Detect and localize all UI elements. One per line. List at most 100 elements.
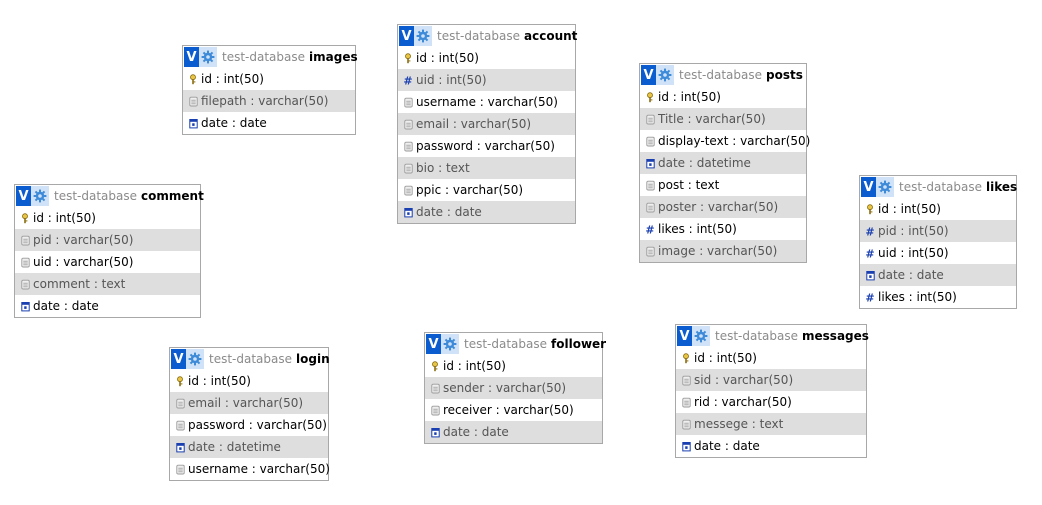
field-row[interactable]: date : date [676,435,866,457]
view-toggle-icon[interactable]: V [641,65,656,85]
field-row[interactable]: username : varchar(50) [170,458,330,480]
date-field-icon [188,117,198,129]
field-label: likes : int(50) [878,290,957,304]
field-row[interactable]: #uid : int(50) [860,242,1016,264]
field-row[interactable]: id : int(50) [170,370,328,392]
field-row[interactable]: sender : varchar(50) [425,377,602,399]
field-row[interactable]: #likes : int(50) [860,286,1016,308]
view-toggle-icon[interactable]: V [184,47,199,67]
field-row[interactable]: password : varchar(50) [170,414,328,436]
svg-text:#: # [403,75,412,86]
field-row[interactable]: sid : varchar(50) [676,369,866,391]
numeric-field-icon: # [865,225,875,237]
gear-icon[interactable] [441,334,459,354]
view-toggle-icon[interactable]: V [677,326,692,346]
text-field-icon [403,140,413,152]
text-field-icon [175,419,185,431]
view-toggle-icon[interactable]: V [861,177,876,197]
field-row[interactable]: password : varchar(50) [398,135,575,157]
field-row[interactable]: bio : text [398,157,575,179]
gear-icon[interactable] [692,326,710,346]
field-row[interactable]: date : date [398,201,575,223]
field-row[interactable]: ppic : varchar(50) [398,179,575,201]
text-field-icon [430,404,440,416]
field-row[interactable]: date : datetime [170,436,328,458]
field-row[interactable]: uid : varchar(50) [15,251,200,273]
field-label: id : int(50) [443,359,506,373]
field-row[interactable]: id : int(50) [860,198,1016,220]
field-row[interactable]: poster : varchar(50) [640,196,806,218]
field-row[interactable]: date : date [860,264,1016,286]
text-field-icon [681,418,691,430]
view-toggle-icon[interactable]: V [426,334,441,354]
table-name: comment [141,189,204,203]
field-label: date : datetime [658,156,751,170]
field-row[interactable]: id : int(50) [640,86,806,108]
field-row[interactable]: date : date [183,112,355,134]
field-row[interactable]: messege : text [676,413,866,435]
view-toggle-icon[interactable]: V [171,349,186,369]
field-row[interactable]: #likes : int(50) [640,218,806,240]
field-row[interactable]: Title : varchar(50) [640,108,806,130]
field-row[interactable]: pid : varchar(50) [15,229,200,251]
text-field-icon [645,201,655,213]
field-row[interactable]: rid : varchar(50) [676,391,866,413]
gear-icon[interactable] [414,26,432,46]
text-field-icon [20,278,30,290]
view-toggle-icon[interactable]: V [16,186,31,206]
gear-icon[interactable] [199,47,217,67]
field-label: password : varchar(50) [188,418,327,432]
field-row[interactable]: display-text : varchar(50) [640,130,810,152]
gear-icon[interactable] [31,186,49,206]
gear-icon[interactable] [656,65,674,85]
field-row[interactable]: id : int(50) [398,47,575,69]
field-row[interactable]: id : int(50) [676,347,866,369]
field-row[interactable]: username : varchar(50) [398,91,575,113]
gear-icon[interactable] [186,349,204,369]
field-row[interactable]: id : int(50) [183,68,355,90]
database-name: test-database [464,337,548,351]
field-row[interactable]: post : text [640,174,806,196]
field-label: uid : int(50) [878,246,949,260]
field-row[interactable]: receiver : varchar(50) [425,399,602,421]
text-field-icon [188,95,198,107]
field-row[interactable]: filepath : varchar(50) [183,90,355,112]
table-name: account [524,29,578,43]
field-label: sender : varchar(50) [443,381,567,395]
field-row[interactable]: #uid : int(50) [398,69,575,91]
gear-icon[interactable] [876,177,894,197]
field-row[interactable]: #pid : int(50) [860,220,1016,242]
field-label: id : int(50) [201,72,264,86]
field-label: id : int(50) [658,90,721,104]
field-row[interactable]: email : varchar(50) [398,113,575,135]
field-row[interactable]: comment : text [15,273,200,295]
field-label: id : int(50) [33,211,96,225]
field-row[interactable]: email : varchar(50) [170,392,328,414]
field-row[interactable]: image : varchar(50) [640,240,806,262]
field-row[interactable]: id : int(50) [425,355,602,377]
field-row[interactable]: id : int(50) [15,207,200,229]
field-row[interactable]: date : date [15,295,200,317]
view-toggle-icon[interactable]: V [399,26,414,46]
numeric-field-icon: # [645,223,655,235]
svg-text:#: # [865,226,874,237]
field-row[interactable]: date : datetime [640,152,806,174]
field-row[interactable]: date : date [425,421,602,443]
text-field-icon [175,463,185,475]
